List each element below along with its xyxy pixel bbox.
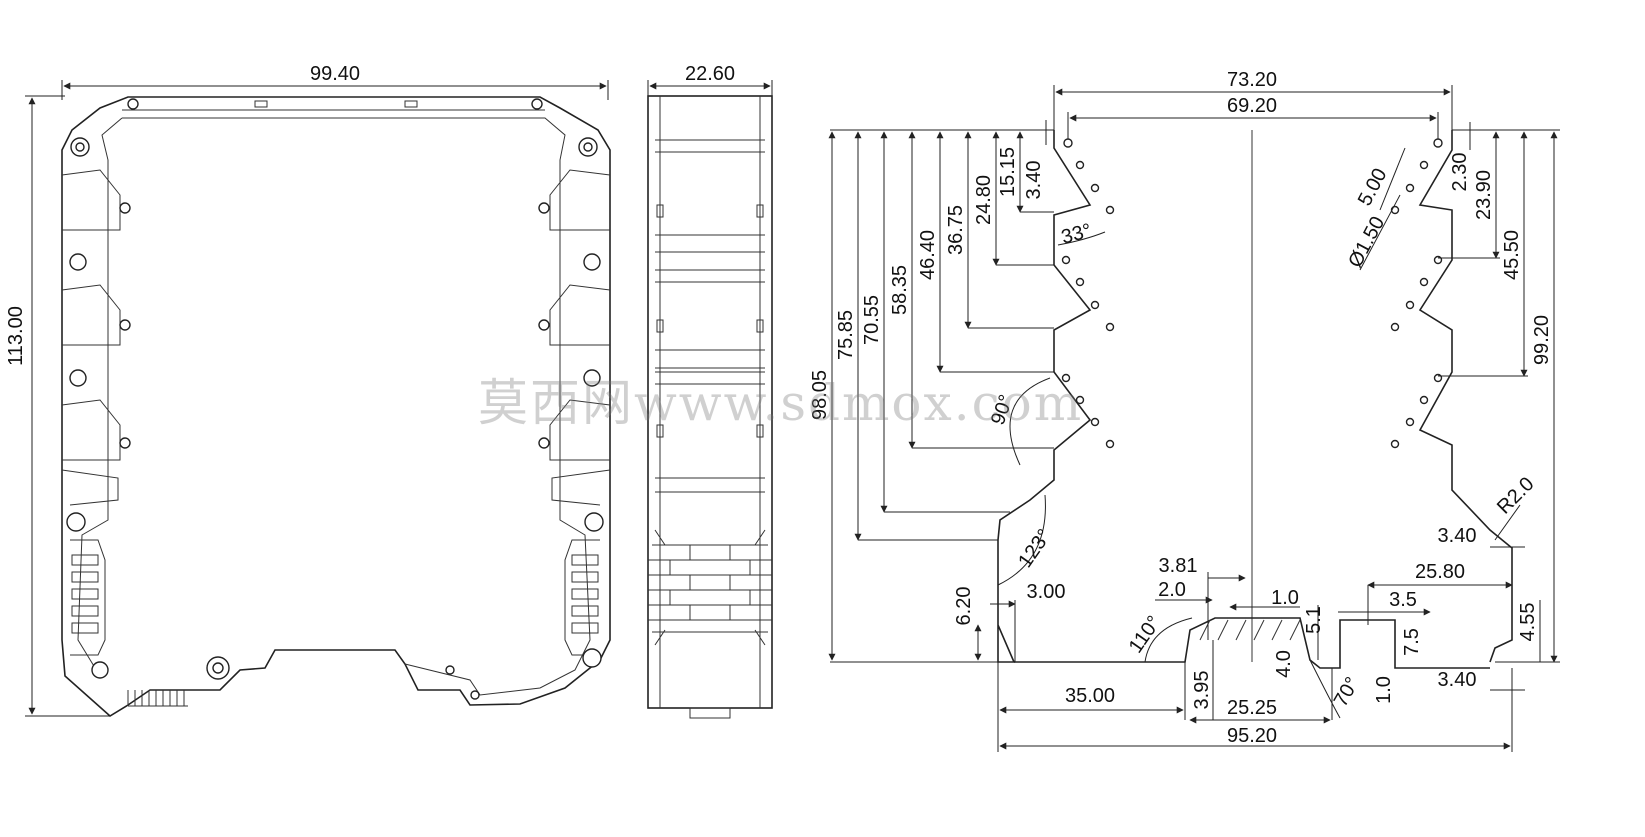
profile-right-2-30: 2.30	[1449, 153, 1471, 192]
profile-left-contour	[997, 130, 1092, 663]
dim-7-5: 7.5	[1401, 628, 1423, 656]
dim-1-0-top: 1.0	[1271, 587, 1299, 609]
profile-height-36-75: 36.75	[945, 205, 967, 255]
dim-3-40-bottom: 3.40	[1438, 669, 1477, 691]
profile-right-45-50: 45.50	[1501, 230, 1523, 280]
dim-1-0-bottom: 1.0	[1373, 676, 1395, 704]
profile-height-70-55: 70.55	[861, 295, 883, 345]
side-view: 22.60	[647, 63, 773, 719]
dim-95-20: 95.20	[1227, 725, 1277, 747]
profile-height-75-85: 75.85	[835, 310, 857, 360]
profile-right-23-90: 23.90	[1473, 170, 1495, 220]
angle-110: 110°	[1125, 612, 1166, 657]
front-housing-outline	[61, 96, 611, 717]
profile-height-24-80: 24.80	[973, 175, 995, 225]
profile-height-46-40: 46.40	[917, 230, 939, 280]
front-height-label: 113.00	[5, 306, 27, 366]
profile-width-73: 73.20	[1227, 69, 1277, 91]
profile-width-69: 69.20	[1227, 95, 1277, 117]
profile-overall-height: 98.05	[809, 370, 831, 420]
front-width-label: 99.40	[310, 63, 360, 85]
hole-spacing-label: 5.00	[1354, 165, 1392, 210]
profile-height-58-35: 58.35	[889, 265, 911, 315]
profile-right-contour	[1418, 130, 1513, 663]
angle-123: 123°	[1014, 525, 1056, 572]
dim-3-95: 3.95	[1191, 671, 1213, 710]
profile-height-15-15: 15.15	[997, 147, 1019, 197]
angle-70: 70°	[1330, 673, 1364, 710]
side-width-label: 22.60	[685, 63, 735, 85]
dim-5-1: 5.1	[1303, 606, 1325, 634]
hole-diameter-label: Ø1.50	[1344, 213, 1389, 271]
dim-3-40-top: 3.40	[1438, 525, 1477, 547]
dim-3-00: 3.00	[1027, 581, 1066, 603]
dim-35-00: 35.00	[1065, 685, 1115, 707]
watermark: 莫西网www.sdmox.com	[478, 374, 1083, 432]
dim-3-5: 3.5	[1389, 589, 1417, 611]
dim-25-80: 25.80	[1415, 561, 1465, 583]
dim-25-25: 25.25	[1227, 697, 1277, 719]
dim-6-20: 6.20	[953, 587, 975, 626]
profile-view: 73.20 69.20	[809, 69, 1560, 752]
profile-height-3-40: 3.40	[1023, 161, 1045, 200]
dim-4-0: 4.0	[1273, 650, 1295, 678]
front-view: 99.40 113.00	[5, 63, 611, 717]
angle-33: 33°	[1059, 220, 1094, 249]
dim-3-81: 3.81	[1159, 555, 1198, 577]
dim-2-0: 2.0	[1158, 579, 1186, 601]
dim-4-55: 4.55	[1517, 603, 1539, 642]
profile-right-99-20: 99.20	[1531, 315, 1553, 365]
